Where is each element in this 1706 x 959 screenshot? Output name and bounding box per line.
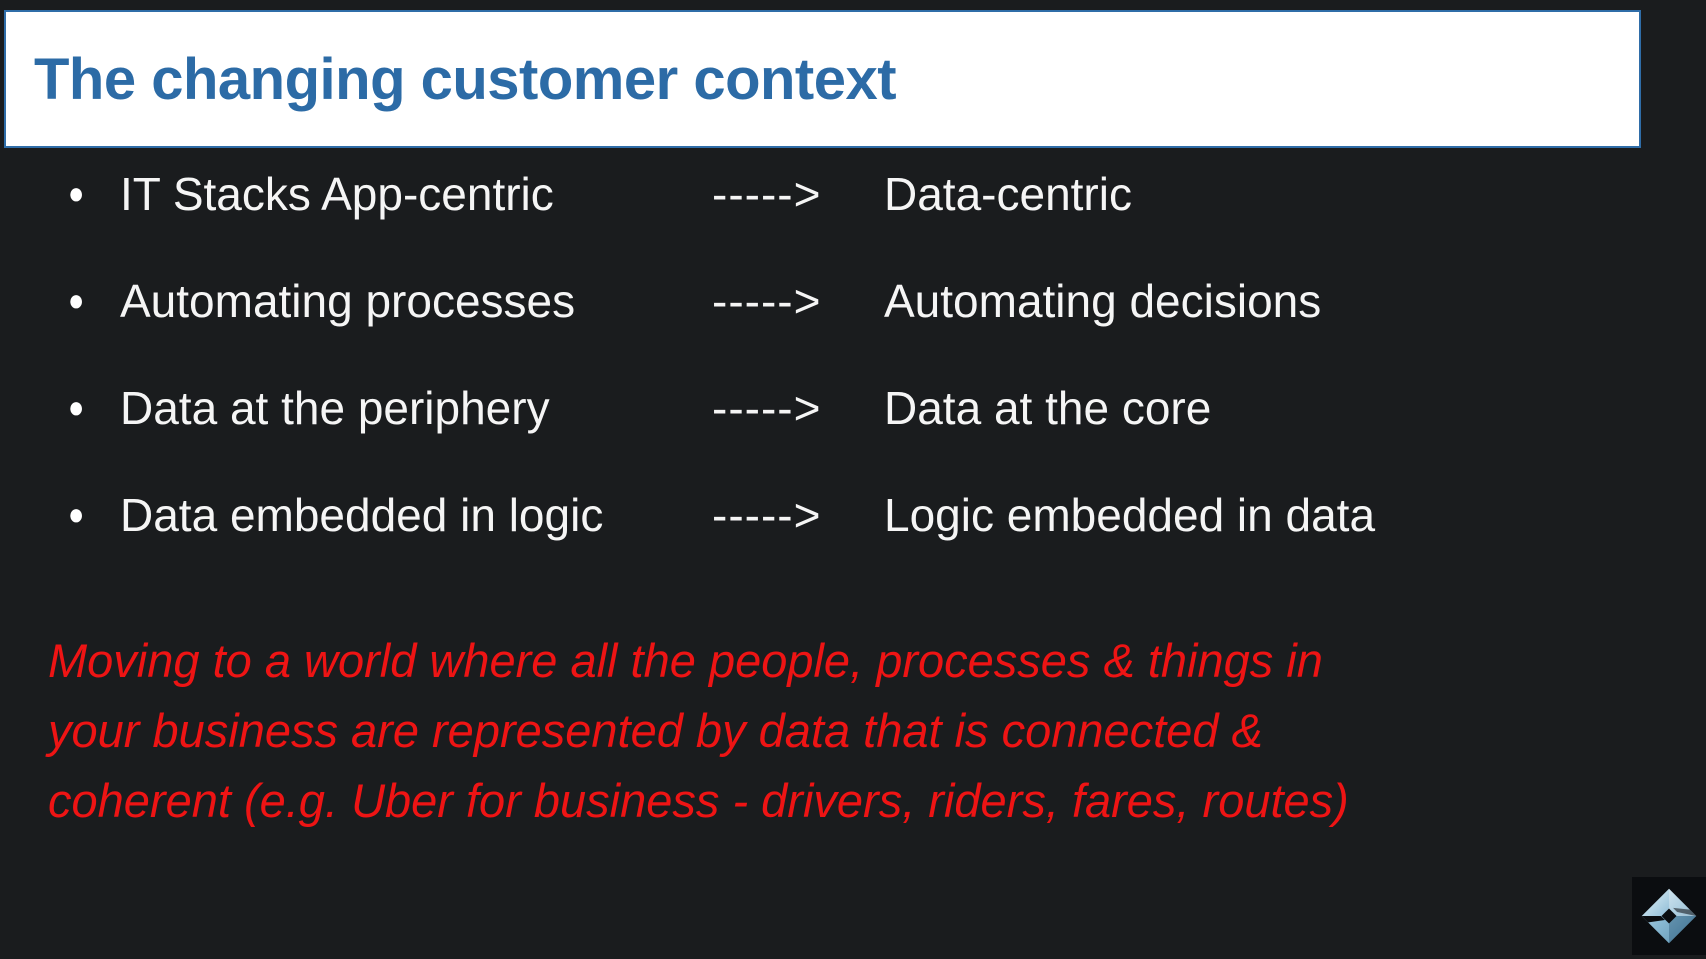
bullet-2-left: Automating processes [120,274,576,327]
page-title: The changing customer context [34,46,897,112]
title-band: The changing customer context [4,10,1641,148]
bullet-icon: ● [68,496,85,532]
logo-tile [1632,877,1706,955]
bullet-row-3: ● Data at the periphery -----> Data at t… [0,354,1706,461]
bullet-1-left: IT Stacks App-centric [120,167,554,220]
bullet-1-right: Data-centric [884,167,1132,220]
bullet-icon: ● [68,282,85,318]
bullet-row-1: ● IT Stacks App-centric -----> Data-cent… [0,140,1706,247]
arrow-icon: -----> [712,381,822,434]
note-line-1: Moving to a world where all the people, … [48,634,1323,687]
bullet-row-4: ● Data embedded in logic -----> Logic em… [0,461,1706,568]
bullet-4-left: Data embedded in logic [120,488,604,541]
arrow-icon: -----> [712,167,822,220]
bullet-icon: ● [68,175,85,211]
arrow-icon: -----> [712,274,822,327]
bullet-2-right: Automating decisions [884,274,1322,327]
note-paragraph: Moving to a world where all the people, … [48,626,1608,836]
bullet-3-left: Data at the periphery [120,381,550,434]
bullet-list: ● IT Stacks App-centric -----> Data-cent… [0,140,1706,568]
bullet-icon: ● [68,389,85,425]
cube-diamond-logo [1641,888,1697,944]
note-line-3: coherent (e.g. Uber for business - drive… [48,774,1349,827]
bullet-row-2: ● Automating processes -----> Automating… [0,247,1706,354]
bullet-4-right: Logic embedded in data [884,488,1376,541]
arrow-icon: -----> [712,488,822,541]
bullet-3-right: Data at the core [884,381,1212,434]
note-line-2: your business are represented by data th… [48,704,1263,757]
